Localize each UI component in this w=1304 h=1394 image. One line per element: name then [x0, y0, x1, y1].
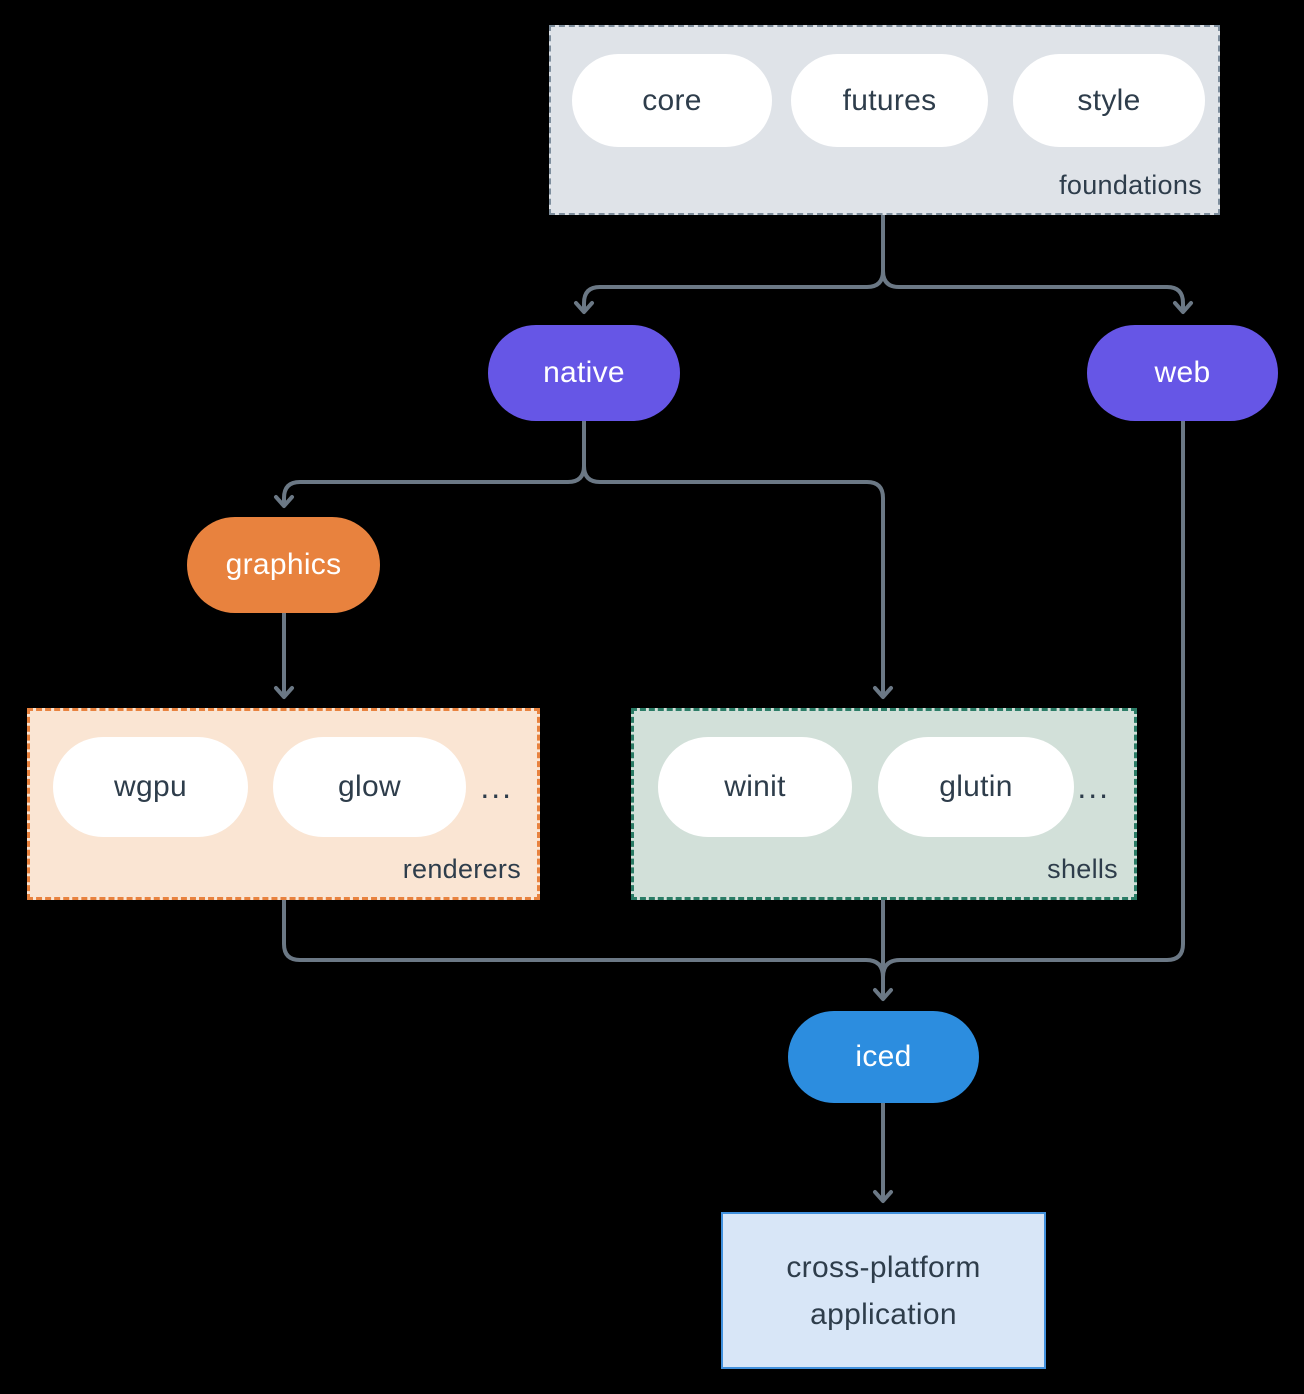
node-wgpu: wgpu [53, 737, 248, 837]
shells-label: shells [1047, 854, 1118, 884]
foundations-group: core futures style foundations [549, 25, 1220, 215]
app-box-line2: application [810, 1297, 957, 1331]
node-winit: winit [658, 737, 852, 837]
renderers-label: renderers [402, 854, 521, 884]
renderers-group: wgpu glow ... renderers [27, 708, 540, 900]
node-glutin: glutin [878, 737, 1074, 837]
edge-foundations-web [881, 213, 1193, 314]
edge-native-shells [582, 419, 893, 699]
foundations-label: foundations [1059, 170, 1202, 200]
node-core: core [572, 54, 772, 147]
edge-foundations-native [574, 213, 885, 314]
node-native: native [488, 325, 680, 421]
node-style: style [1013, 54, 1205, 147]
node-web: web [1087, 325, 1278, 421]
shells-group: winit glutin ... shells [631, 708, 1137, 900]
node-futures: futures [791, 54, 988, 147]
node-graphics: graphics [187, 517, 380, 613]
app-box-line1: cross-platform [786, 1250, 981, 1284]
shells-ellipsis: ... [1077, 769, 1110, 805]
edge-renderers-merge [282, 898, 885, 979]
renderers-ellipsis: ... [480, 769, 513, 805]
cross-platform-application-box: cross-platform application [721, 1212, 1046, 1369]
node-iced: iced [788, 1011, 979, 1103]
node-glow: glow [273, 737, 466, 837]
edge-native-graphics [274, 419, 586, 508]
